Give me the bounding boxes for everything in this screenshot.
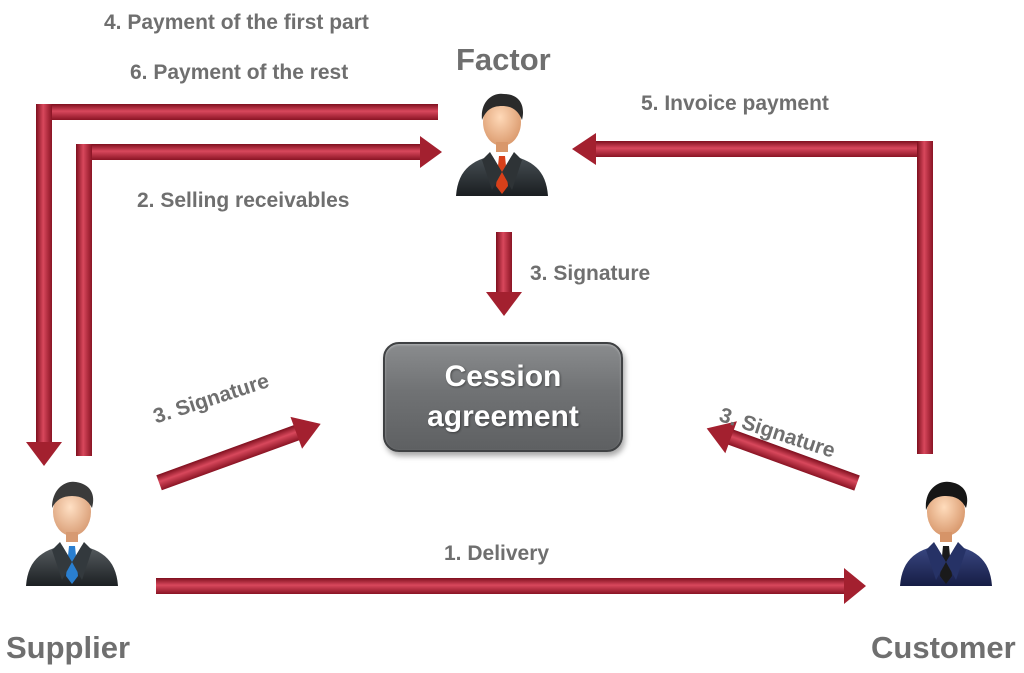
arrow-selling-receivables — [76, 136, 442, 456]
label-selling-receivables: 2. Selling receivables — [137, 189, 350, 212]
businessman-navy-suit-icon — [900, 481, 992, 586]
businessman-red-tie-icon — [456, 93, 548, 196]
party-name-supplier: Supplier — [6, 630, 131, 665]
cession-agreement-line2: agreement — [427, 400, 579, 433]
cession-agreement-box: Cession agreement — [383, 342, 623, 452]
label-payment-first-part: 4. Payment of the first part — [104, 11, 369, 34]
arrow-delivery — [156, 568, 866, 604]
label-delivery: 1. Delivery — [444, 542, 550, 565]
arrow-invoice-payment — [572, 133, 933, 454]
label-payment-rest: 6. Payment of the rest — [130, 61, 349, 84]
businessman-blue-tie-icon — [26, 481, 118, 586]
arrow-signature-supplier — [156, 416, 321, 491]
label-signature-factor: 3. Signature — [530, 262, 651, 285]
arrow-payment-rest — [26, 104, 438, 466]
party-name-customer: Customer — [871, 630, 1016, 665]
label-invoice-payment: 5. Invoice payment — [641, 92, 829, 115]
arrow-signature-factor — [486, 232, 522, 316]
cession-agreement-line1: Cession — [444, 360, 562, 393]
party-name-factor: Factor — [456, 42, 551, 77]
arrow-signature-customer — [706, 421, 860, 491]
